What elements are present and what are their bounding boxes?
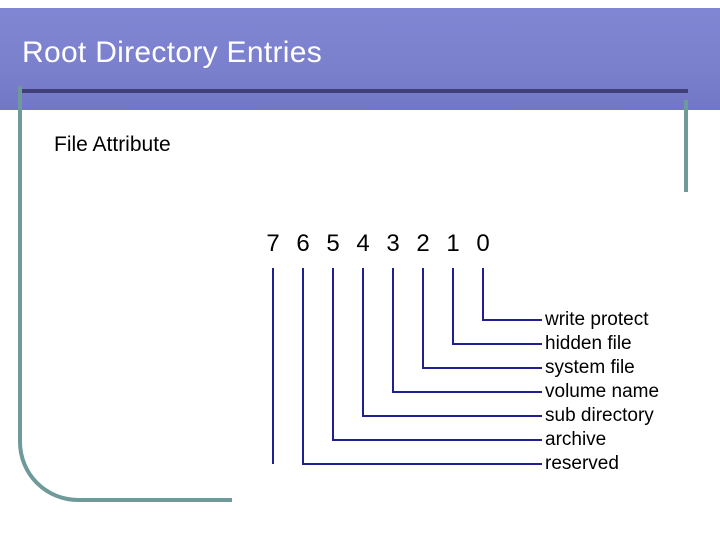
label-system-file: system file bbox=[545, 357, 635, 378]
label-archive: archive bbox=[545, 429, 607, 450]
leader-line-bit-5 bbox=[332, 268, 542, 441]
slide-frame-right-stub bbox=[684, 100, 688, 192]
leader-line-bit-6 bbox=[302, 268, 542, 465]
bit-number-2: 2 bbox=[416, 230, 430, 257]
label-volume-name: volume name bbox=[545, 381, 660, 402]
label-reserved: reserved bbox=[545, 453, 619, 474]
leader-line-bit-3 bbox=[392, 268, 542, 393]
bit-number-1: 1 bbox=[446, 230, 460, 257]
page-title: Root Directory Entries bbox=[22, 36, 323, 69]
bit-attribute-diagram: 7 6 5 4 3 2 1 0 bbox=[250, 230, 700, 510]
bit-number-0: 0 bbox=[476, 230, 490, 257]
title-band-gradient bbox=[0, 8, 720, 110]
leader-line-bit-1 bbox=[452, 268, 542, 345]
attribute-label-list: write protect hidden file system file vo… bbox=[545, 308, 659, 476]
bit-number-5: 5 bbox=[326, 230, 340, 257]
bit-number-3: 3 bbox=[386, 230, 400, 257]
bit-number-6: 6 bbox=[296, 230, 310, 257]
slide-frame-curve bbox=[18, 86, 232, 502]
bit-number-4: 4 bbox=[356, 230, 370, 257]
label-write-protect: write protect bbox=[545, 309, 649, 330]
leader-line-bit-4 bbox=[362, 268, 542, 417]
title-underline-rule bbox=[18, 89, 688, 93]
leader-line-bit-2 bbox=[422, 268, 542, 369]
bit-number-row: 7 6 5 4 3 2 1 0 bbox=[258, 230, 498, 258]
leader-lines-group bbox=[272, 268, 542, 465]
leader-line-bit-0 bbox=[482, 268, 542, 321]
label-sub-directory: sub directory bbox=[545, 405, 654, 426]
subtitle-file-attribute: File Attribute bbox=[54, 133, 171, 156]
bit-number-7: 7 bbox=[266, 230, 280, 257]
label-hidden-file: hidden file bbox=[545, 333, 632, 354]
